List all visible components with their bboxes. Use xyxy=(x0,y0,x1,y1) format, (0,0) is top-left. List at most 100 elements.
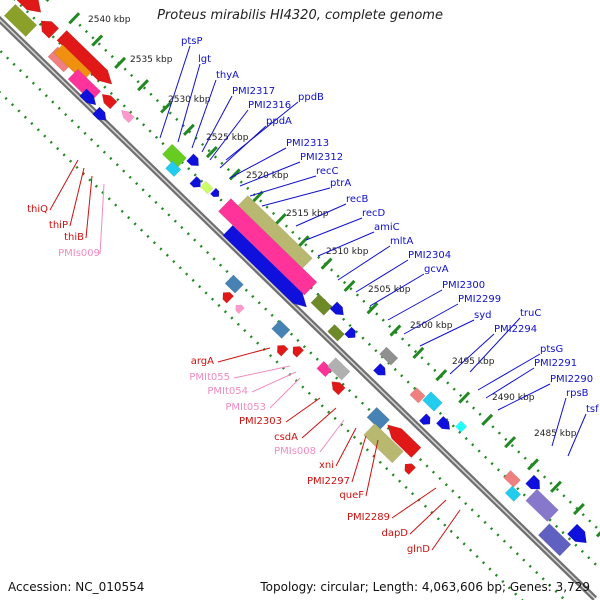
gene-label: PMI2290 xyxy=(550,374,593,385)
gene-leader-line xyxy=(217,347,271,363)
gene-feature xyxy=(222,225,308,308)
kbp-tick-mark xyxy=(182,123,195,136)
gene-feature xyxy=(387,424,422,459)
gene-label: amiC xyxy=(374,222,400,233)
gene-feature xyxy=(16,0,42,13)
kbp-tick-mark xyxy=(595,531,600,538)
gene-leader-line xyxy=(369,273,425,307)
gene-feature xyxy=(409,387,426,404)
gene-label: PMI2316 xyxy=(248,100,291,111)
kbp-tick-label: 2505 kbp xyxy=(368,285,411,295)
gene-leader-line xyxy=(177,63,201,143)
gene-feature xyxy=(566,523,587,544)
gene-feature xyxy=(222,291,235,304)
gene-label: dapD xyxy=(381,528,408,539)
gene-leader-line xyxy=(191,79,217,149)
gene-feature xyxy=(422,391,443,412)
gene-label: tsf xyxy=(586,404,599,415)
gene-leader-line xyxy=(99,183,105,255)
gene-feature xyxy=(537,523,572,557)
gene-leader-line xyxy=(355,259,409,293)
gene-leader-line xyxy=(497,383,551,411)
kbp-tick-label: 2490 kbp xyxy=(492,393,535,403)
gene-label: PMI2291 xyxy=(534,358,577,369)
kbp-tick-mark xyxy=(389,324,402,337)
gene-leader-line xyxy=(159,45,191,139)
gene-leader-line xyxy=(317,231,375,257)
gene-label: PMI2303 xyxy=(239,416,282,427)
gene-label: ppdA xyxy=(266,116,292,127)
gene-feature xyxy=(329,301,344,316)
gene-label: recB xyxy=(346,194,369,205)
gene-label: gcvA xyxy=(424,264,449,275)
gene-feature xyxy=(326,357,351,381)
gene-label: xni xyxy=(319,460,334,471)
gene-feature xyxy=(418,413,431,425)
map-title: Proteus mirabilis HI4320, complete genom… xyxy=(157,8,443,23)
gene-leader-line xyxy=(335,427,357,467)
kbp-tick-mark xyxy=(68,12,81,25)
gene-leader-line xyxy=(449,333,495,375)
kbp-tick-mark xyxy=(412,346,425,359)
gene-leader-line xyxy=(85,175,93,239)
gene-leader-line xyxy=(319,419,345,453)
gene-feature xyxy=(504,485,522,502)
gene-feature xyxy=(209,187,220,198)
gene-feature xyxy=(121,109,135,124)
gene-label: rpsB xyxy=(566,388,589,399)
kbp-tick-label: 2515 kbp xyxy=(286,209,329,219)
gene-feature xyxy=(363,423,404,464)
gene-feature xyxy=(292,346,305,358)
gene-leader-line xyxy=(365,439,379,497)
gene-label: thiP xyxy=(49,220,68,231)
gene-label: truC xyxy=(520,308,541,319)
gene-feature xyxy=(525,488,559,522)
kbp-tick-mark xyxy=(114,56,127,69)
gene-label: lgt xyxy=(198,54,211,65)
kbp-tick-mark xyxy=(251,190,264,203)
gene-leader-line xyxy=(469,317,521,373)
gene-leader-line xyxy=(403,303,459,335)
gene-feature xyxy=(224,274,244,294)
gene-leader-line xyxy=(337,245,391,281)
gene-feature xyxy=(40,20,60,39)
kbp-tick-mark xyxy=(320,257,333,270)
kbp-tick-mark xyxy=(550,480,562,493)
gene-feature xyxy=(372,362,386,376)
gene-label: glnD xyxy=(407,544,430,555)
gene-leader-line xyxy=(305,217,363,241)
gene-feature xyxy=(189,176,201,188)
gene-feature xyxy=(3,3,38,37)
gene-label: mltA xyxy=(390,236,413,247)
gene-leader-line xyxy=(269,377,301,409)
gene-label: thiQ xyxy=(27,204,48,215)
gene-label: csdA xyxy=(274,432,298,443)
gene-label: ptsP xyxy=(181,36,203,47)
gene-feature xyxy=(331,381,346,396)
gene-feature xyxy=(199,180,214,195)
gene-label: PMI2289 xyxy=(347,512,390,523)
gene-feature xyxy=(455,420,468,433)
kbp-tick-mark xyxy=(435,369,448,382)
gene-label: PMI2304 xyxy=(408,250,451,261)
gene-leader-line xyxy=(239,161,301,187)
kbp-tick-mark xyxy=(458,391,471,404)
kbp-tick-mark xyxy=(297,235,310,248)
gene-label: PMI2297 xyxy=(307,476,350,487)
gene-leader-line xyxy=(295,203,347,227)
gene-label: ptsG xyxy=(540,344,563,355)
kbp-tick-mark xyxy=(228,168,241,181)
guide-line-3 xyxy=(0,90,524,600)
gene-leader-line xyxy=(387,289,443,321)
gene-label: PMI2313 xyxy=(286,138,329,149)
gene-feature xyxy=(271,319,291,339)
kbp-tick-mark xyxy=(343,279,356,293)
kbp-tick-mark xyxy=(366,302,379,315)
accession-text: Accession: NC_010554 xyxy=(8,580,145,594)
gene-feature xyxy=(79,88,97,106)
gene-leader-line xyxy=(219,125,267,169)
gene-leader-line xyxy=(301,407,337,439)
kbp-tick-mark xyxy=(572,502,585,516)
gene-feature xyxy=(344,326,356,339)
gene-feature xyxy=(237,195,313,269)
